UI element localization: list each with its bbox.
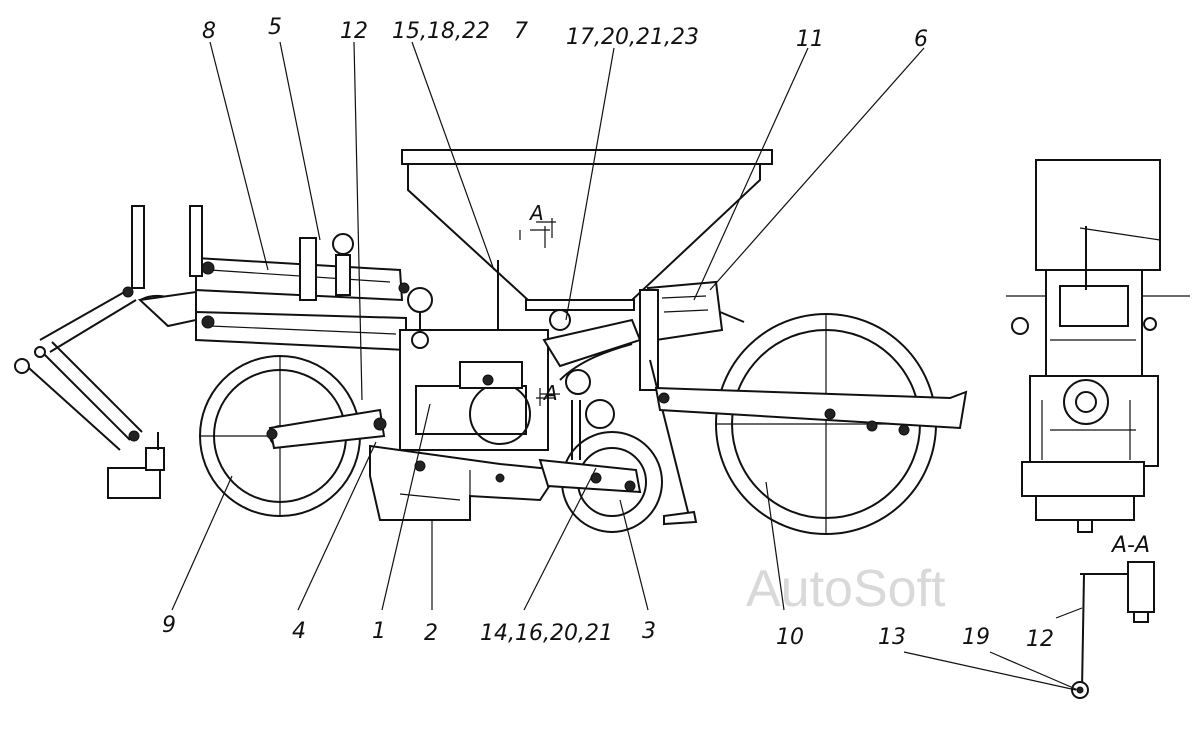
- press-wheel: [538, 431, 663, 533]
- label-10: 10: [776, 625, 804, 650]
- label-19: 19: [962, 625, 990, 650]
- section-mark-bottom: А: [536, 381, 558, 406]
- marker-bracket: [639, 280, 745, 526]
- label-14-16-20-21: 14,16,20,21: [480, 621, 613, 646]
- label-5: 5: [268, 15, 282, 40]
- label-6: 6: [914, 27, 928, 52]
- rear-wheel: [654, 313, 968, 535]
- frame: [131, 205, 416, 352]
- label-12-bottom: 12: [1026, 627, 1054, 652]
- seed-apparatus: [399, 260, 560, 451]
- leader-lines: [171, 41, 1083, 691]
- label-4: 4: [292, 619, 306, 644]
- label-8: 8: [202, 19, 216, 44]
- label-1: 1: [372, 619, 386, 644]
- label-12-top: 12: [340, 19, 368, 44]
- hopper: [401, 149, 773, 311]
- section-mark-label: А: [528, 201, 544, 225]
- label-section-aa: А-А: [1110, 533, 1150, 558]
- label-13: 13: [878, 625, 906, 650]
- hitch: [14, 286, 165, 499]
- label-11: 11: [796, 27, 824, 52]
- opener: [369, 444, 562, 521]
- label-2: 2: [424, 621, 438, 646]
- watermark: AutoSoft: [746, 560, 946, 618]
- label-7: 7: [514, 19, 528, 44]
- section-mark-label-lower: А: [542, 381, 558, 405]
- section-mark-top: А: [528, 201, 556, 238]
- side-view: [1006, 159, 1190, 533]
- label-9: 9: [162, 613, 176, 638]
- label-15-18-22: 15,18,22: [392, 19, 490, 44]
- section-aa-detail: [1071, 561, 1155, 699]
- wheel-arm: [266, 408, 387, 450]
- label-17-20-21-23: 17,20,21,23: [566, 25, 699, 50]
- label-3: 3: [642, 619, 656, 644]
